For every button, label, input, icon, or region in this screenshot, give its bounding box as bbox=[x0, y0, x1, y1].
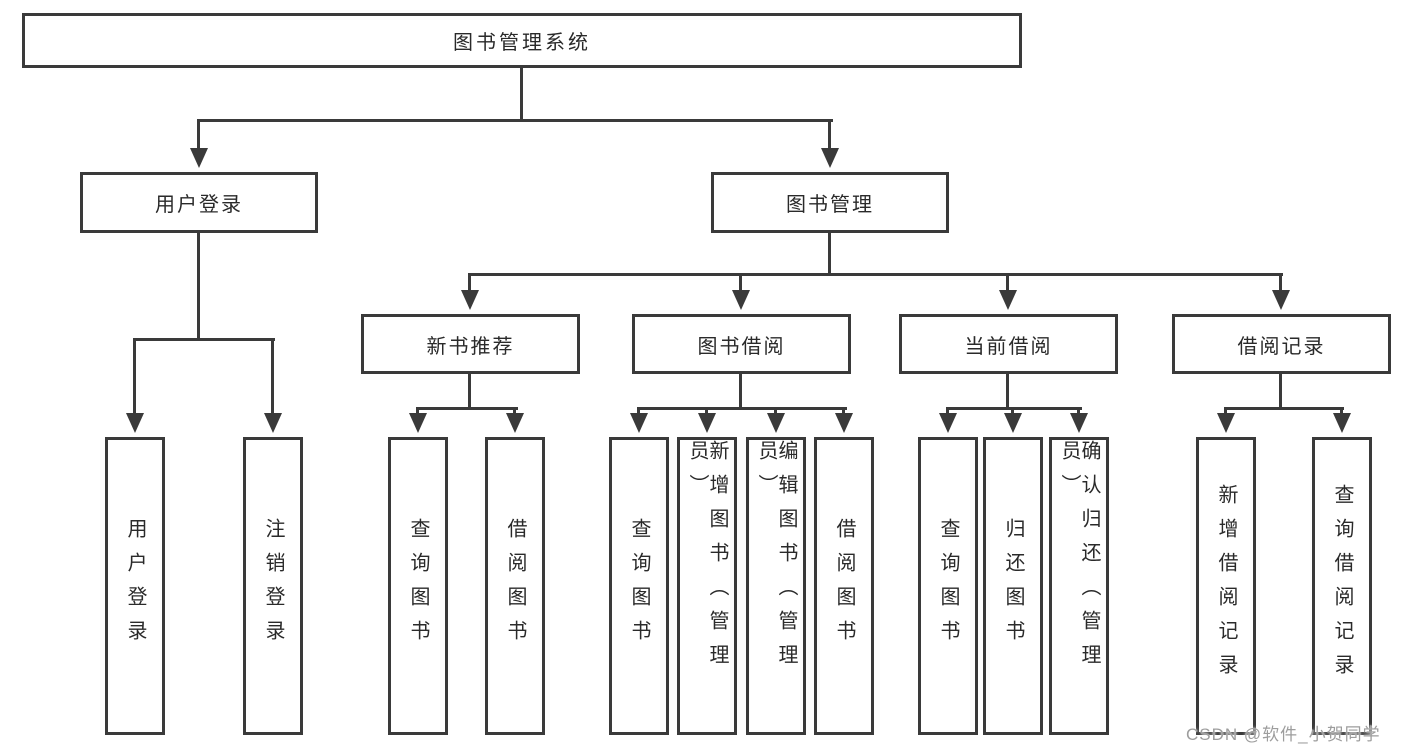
arrow-down-icon bbox=[190, 148, 208, 168]
connector-line bbox=[637, 407, 847, 410]
connector-line bbox=[197, 233, 200, 338]
node-library-management-system: 图书管理系统 bbox=[22, 13, 1022, 68]
connector-line bbox=[828, 233, 831, 273]
arrow-down-icon bbox=[1217, 413, 1235, 433]
connector-line bbox=[1224, 409, 1227, 415]
connector-line bbox=[1006, 275, 1009, 292]
leaf-logout-login: 注销登录 bbox=[243, 437, 303, 735]
node-new-book-recommend: 新书推荐 bbox=[361, 314, 580, 374]
arrow-down-icon bbox=[630, 413, 648, 433]
connector-line bbox=[133, 338, 275, 341]
leaf-add-book-admin: 新增图书（管理员） bbox=[677, 437, 737, 735]
node-current-borrow: 当前借阅 bbox=[899, 314, 1118, 374]
connector-line bbox=[520, 68, 523, 119]
node-book-management: 图书管理 bbox=[711, 172, 949, 233]
arrow-down-icon bbox=[506, 413, 524, 433]
leaf-query-books-current: 查询图书 bbox=[918, 437, 978, 735]
connector-line bbox=[513, 409, 516, 415]
csdn-watermark: CSDN @软件_小贺同学 bbox=[1186, 725, 1381, 744]
connector-line bbox=[946, 409, 949, 415]
connector-line bbox=[842, 409, 845, 415]
connector-line bbox=[197, 121, 200, 151]
connector-line bbox=[468, 275, 471, 292]
arrow-down-icon bbox=[1333, 413, 1351, 433]
connector-line bbox=[637, 409, 640, 415]
connector-line bbox=[1006, 374, 1009, 407]
arrow-down-icon bbox=[999, 290, 1017, 310]
arrow-down-icon bbox=[461, 290, 479, 310]
arrow-down-icon bbox=[767, 413, 785, 433]
arrow-down-icon bbox=[821, 148, 839, 168]
arrow-down-icon bbox=[409, 413, 427, 433]
arrow-down-icon bbox=[1272, 290, 1290, 310]
connector-line bbox=[705, 409, 708, 415]
leaf-query-borrow-record: 查询借阅记录 bbox=[1312, 437, 1372, 735]
connector-line bbox=[774, 409, 777, 415]
connector-line bbox=[1011, 409, 1014, 415]
connector-line bbox=[1279, 374, 1282, 407]
leaf-borrow-books-recommend: 借阅图书 bbox=[485, 437, 545, 735]
arrow-down-icon bbox=[1070, 413, 1088, 433]
arrow-down-icon bbox=[698, 413, 716, 433]
node-book-borrow: 图书借阅 bbox=[632, 314, 851, 374]
leaf-query-books-borrow: 查询图书 bbox=[609, 437, 669, 735]
leaf-return-book: 归还图书 bbox=[983, 437, 1043, 735]
connector-line bbox=[271, 340, 274, 415]
connector-line bbox=[1077, 409, 1080, 415]
connector-line bbox=[197, 119, 833, 122]
connector-line bbox=[468, 273, 1283, 276]
leaf-add-borrow-record: 新增借阅记录 bbox=[1196, 437, 1256, 735]
arrow-down-icon bbox=[264, 413, 282, 433]
arrow-down-icon bbox=[732, 290, 750, 310]
arrow-down-icon bbox=[126, 413, 144, 433]
arrow-down-icon bbox=[939, 413, 957, 433]
leaf-user-login: 用户登录 bbox=[105, 437, 165, 735]
connector-line bbox=[1224, 407, 1344, 410]
leaf-edit-book-admin: 编辑图书（管理员） bbox=[746, 437, 806, 735]
leaf-query-books-recommend: 查询图书 bbox=[388, 437, 448, 735]
connector-line bbox=[739, 374, 742, 407]
connector-line bbox=[739, 275, 742, 292]
connector-line bbox=[1340, 409, 1343, 415]
connector-line bbox=[828, 121, 831, 151]
connector-line bbox=[468, 374, 471, 407]
connector-line bbox=[946, 407, 1082, 410]
node-user-login: 用户登录 bbox=[80, 172, 318, 233]
connector-line bbox=[416, 407, 518, 410]
leaf-borrow-books: 借阅图书 bbox=[814, 437, 874, 735]
connector-line bbox=[416, 409, 419, 415]
node-borrow-records: 借阅记录 bbox=[1172, 314, 1391, 374]
connector-line bbox=[1279, 275, 1282, 292]
connector-line bbox=[133, 340, 136, 415]
arrow-down-icon bbox=[835, 413, 853, 433]
arrow-down-icon bbox=[1004, 413, 1022, 433]
leaf-confirm-return-admin: 确认归还（管理员） bbox=[1049, 437, 1109, 735]
